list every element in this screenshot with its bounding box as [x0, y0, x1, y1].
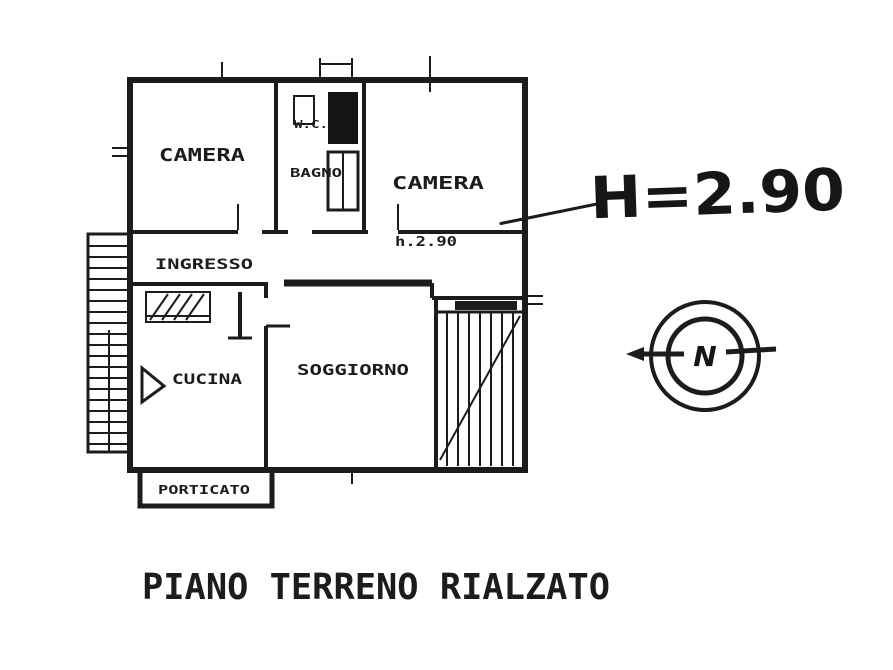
room-label-cucina: CUCINA	[172, 372, 243, 388]
room-height-note: h.2.90	[395, 235, 457, 250]
plan-caption: PIANO TERRENO RIALZATO	[142, 567, 610, 608]
room-label-bagno: BAGNO	[290, 166, 342, 180]
interior-walls	[130, 80, 525, 470]
height-note-text: H=2.90	[589, 155, 846, 232]
dimension-ticks	[112, 56, 543, 484]
room-label-soggiorno: SOGGIORNO	[297, 361, 409, 379]
north-compass: N	[626, 300, 777, 412]
compass-arrowhead	[626, 347, 644, 361]
room-label-camera-left: CAMERA	[159, 145, 245, 166]
compass-north-letter: N	[693, 340, 716, 373]
kitchen-fixtures	[140, 291, 211, 405]
room-label-wc: W.C.	[294, 118, 328, 131]
outer-walls	[127, 77, 528, 473]
porticato-outline	[137, 467, 275, 509]
interior-stairs	[434, 298, 525, 470]
handwritten-height-note: H=2.90	[499, 155, 846, 232]
annotation-leader-line	[499, 202, 598, 225]
door-swing-symbol	[140, 364, 167, 405]
room-label-porticato: PORTICATO	[158, 483, 250, 497]
room-label-ingresso: INGRESSO	[155, 257, 253, 273]
bath-fixtures	[293, 92, 360, 212]
compass-needle-east	[725, 346, 777, 355]
exterior-stairs	[86, 232, 132, 454]
room-label-camera-right: CAMERA	[392, 173, 484, 194]
